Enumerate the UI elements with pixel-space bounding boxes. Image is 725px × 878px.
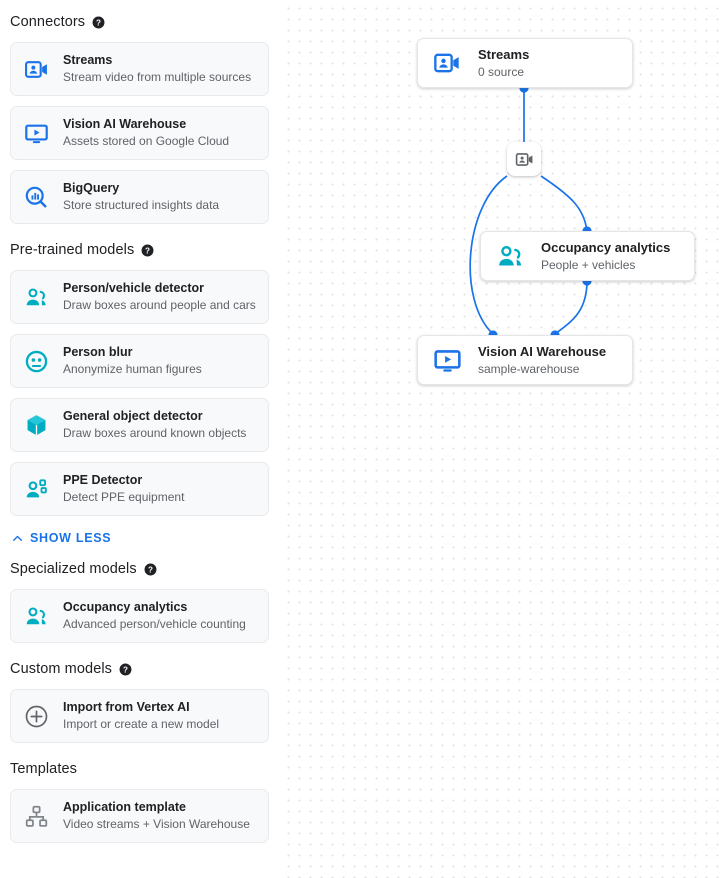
card-subtitle: Anonymize human figures [63,362,202,376]
svg-text:?: ? [96,18,101,27]
graph-node-occupancy-analytics[interactable]: Occupancy analytics People + vehicles [480,231,695,281]
card-subtitle: Store structured insights data [63,198,220,212]
graph-node-title: Occupancy analytics [541,239,671,255]
card-title: Application template [63,800,186,814]
model-card-person-vehicle-detector[interactable]: Person/vehicle detector Draw boxes aroun… [10,270,269,324]
connector-card-vision-ai-warehouse[interactable]: Vision AI Warehouse Assets stored on Goo… [10,106,269,160]
card-title: Person blur [63,345,133,359]
card-subtitle: Detect PPE equipment [63,490,185,504]
svg-text:?: ? [148,565,153,574]
section-header-connectors: Connectors ? [0,12,279,32]
graph-node-title: Vision AI Warehouse [478,343,607,359]
face-blur-icon [24,349,49,374]
card-title: Person/vehicle detector [63,281,205,295]
card-subtitle: Stream video from multiple sources [63,70,252,84]
help-circle-icon[interactable]: ? [119,663,132,676]
section-header-specialized-models: Specialized models ? [0,559,279,579]
component-sidebar: Connectors ? Streams Stream video from m… [0,0,279,878]
help-circle-icon[interactable]: ? [144,563,157,576]
cube-icon [24,413,49,438]
section-header-pretrained-models: Pre-trained models ? [0,240,279,260]
card-title: BigQuery [63,181,120,195]
card-subtitle: Draw boxes around known objects [63,426,247,440]
graph-node-streams[interactable]: Streams 0 source [417,38,633,88]
monitor-play-icon [24,121,49,146]
plus-circle-icon [24,704,49,729]
template-card-application-template[interactable]: Application template Video streams + Vis… [10,789,269,843]
graph-node-subtitle: People + vehicles [541,257,636,272]
hierarchy-icon [24,804,49,829]
model-card-ppe-detector[interactable]: PPE Detector Detect PPE equipment [10,462,269,516]
section-title: Connectors [10,14,86,30]
card-title: General object detector [63,409,203,423]
svg-text:?: ? [145,246,150,255]
connector-card-bigquery[interactable]: BigQuery Store structured insights data [10,170,269,224]
card-subtitle: Assets stored on Google Cloud [63,134,230,148]
people-group-icon [24,604,49,629]
show-less-label: SHOW LESS [30,531,112,545]
section-title: Templates [10,761,77,777]
show-less-button[interactable]: SHOW LESS [0,527,279,549]
graph-canvas[interactable]: Streams 0 source Occupancy analytics Peo… [279,0,725,878]
graph-node-subtitle: sample-warehouse [478,361,580,376]
video-camera-person-icon [24,57,49,82]
graph-node-subtitle: 0 source [478,64,525,79]
card-title: Vision AI Warehouse [63,117,187,131]
section-title: Custom models [10,661,113,677]
model-card-person-blur[interactable]: Person blur Anonymize human figures [10,334,269,388]
people-group-icon [495,241,525,271]
card-subtitle: Draw boxes around people and cars [63,298,256,312]
ppe-person-icon [24,477,49,502]
monitor-play-icon [432,345,462,375]
section-header-custom-models: Custom models ? [0,659,279,679]
model-card-occupancy-analytics[interactable]: Occupancy analytics Advanced person/vehi… [10,589,269,643]
custom-model-card-import-from-vertex-ai[interactable]: Import from Vertex AI Import or create a… [10,689,269,743]
help-circle-icon[interactable]: ? [141,244,154,257]
magnifier-bars-icon [24,185,49,210]
card-title: Occupancy analytics [63,600,188,614]
svg-text:?: ? [123,665,128,674]
section-title: Specialized models [10,561,137,577]
video-camera-person-icon [432,48,462,78]
help-circle-icon[interactable]: ? [92,16,105,29]
card-title: Import from Vertex AI [63,700,190,714]
section-header-templates: Templates [0,759,279,779]
card-subtitle: Import or create a new model [63,717,220,731]
graph-node-title: Streams [478,46,530,62]
card-subtitle: Video streams + Vision Warehouse [63,817,250,831]
card-title: PPE Detector [63,473,143,487]
edge-badge-streams[interactable] [507,142,541,176]
graph-node-vision-ai-warehouse[interactable]: Vision AI Warehouse sample-warehouse [417,335,633,385]
graph-edges [469,83,592,340]
section-title: Pre-trained models [10,242,135,258]
chevron-up-icon [11,532,24,545]
card-subtitle: Advanced person/vehicle counting [63,617,246,631]
video-camera-person-icon [515,150,534,169]
card-title: Streams [63,53,113,67]
model-card-general-object-detector[interactable]: General object detector Draw boxes aroun… [10,398,269,452]
connector-card-streams[interactable]: Streams Stream video from multiple sourc… [10,42,269,96]
person-vehicle-icon [24,285,49,310]
